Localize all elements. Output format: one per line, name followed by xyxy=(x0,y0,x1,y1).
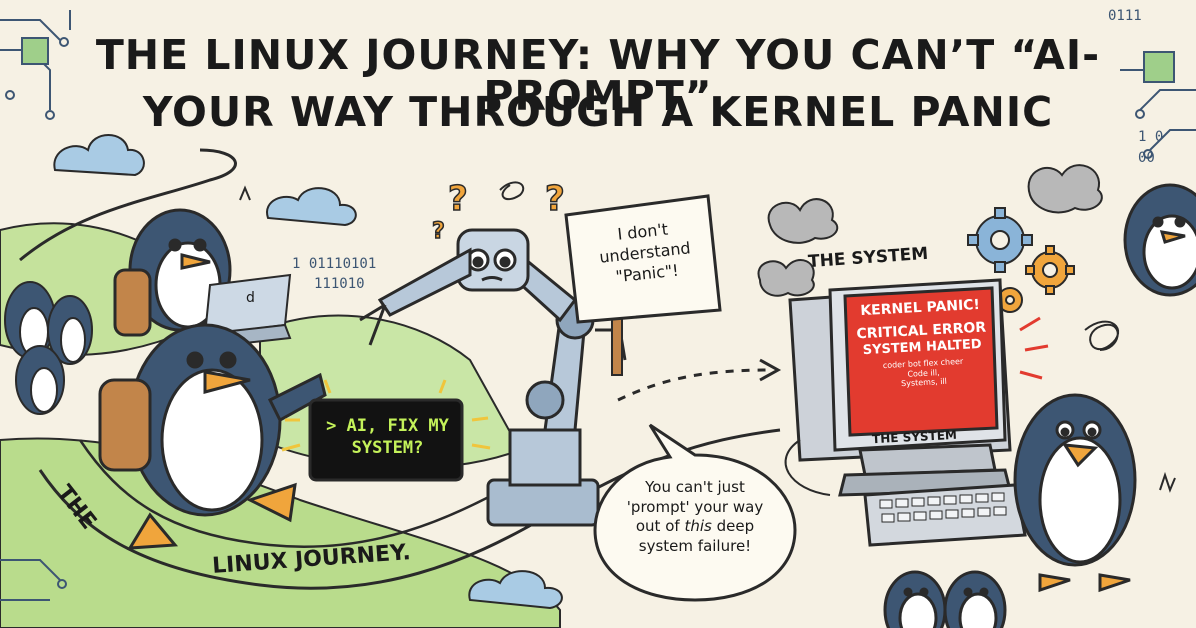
bubble-line-3-a: out of xyxy=(635,517,680,535)
bubble-line-1: You can't just xyxy=(645,478,745,496)
circuit-bottom-left xyxy=(0,559,67,601)
penguin-corner xyxy=(1123,183,1196,297)
svg-text:?: ? xyxy=(432,219,445,244)
binary-corner-line-2: 1 0 xyxy=(1138,129,1164,145)
bubble-line-2: 'prompt' your way xyxy=(626,497,764,516)
tangle-scribble xyxy=(1084,320,1120,351)
bubble-line-3-b: deep xyxy=(716,517,755,535)
circuit-top-right xyxy=(1120,51,1196,159)
dashed-arrow xyxy=(617,368,771,402)
smoke-cloud-2 xyxy=(757,259,815,297)
bubble-line-3: out of this deep xyxy=(605,517,785,537)
binary-text-left: 1 01110101 111010 xyxy=(292,255,376,294)
grass-tufts xyxy=(239,185,1176,493)
scribble-icon xyxy=(499,181,525,201)
keyboard-keys xyxy=(879,492,1007,523)
binary-line-1: 1 01110101 xyxy=(292,256,377,272)
speech-bubble-text: You can't just 'prompt' your way out of … xyxy=(605,478,785,556)
journey-path-inner xyxy=(78,439,521,548)
cloud-2 xyxy=(266,187,357,227)
penguin-crowd-left xyxy=(4,281,93,415)
arrow-head xyxy=(759,358,782,382)
binary-corner-line-3: 00 xyxy=(1138,150,1155,166)
penguin-panicked xyxy=(1013,393,1137,593)
cloud-1 xyxy=(53,134,145,177)
question-marks: ??? xyxy=(431,178,565,245)
gear-icon xyxy=(967,207,1033,273)
penguin-pair-bottom xyxy=(883,570,1007,628)
svg-text:?: ? xyxy=(448,179,468,219)
bubble-line-4: system failure! xyxy=(638,536,752,555)
title-line-1: THE LINUX JOURNEY: WHY YOU CAN’T “AI-PRO… xyxy=(95,31,1101,120)
binary-line-2: 111010 xyxy=(314,275,365,292)
gear-icon-orange xyxy=(1025,245,1075,295)
monitor-screen-text: KERNEL PANIC! CRITICAL ERROR SYSTEM HALT… xyxy=(850,296,994,391)
terminal-text: > AI, FIX MY SYSTEM? xyxy=(320,415,455,459)
speech-bubble-shape xyxy=(593,423,797,602)
binary-text-corner: 0111 1 0 00 xyxy=(1108,6,1163,169)
winding-path xyxy=(19,148,237,262)
smoke-cloud-1 xyxy=(767,198,839,244)
sign-board xyxy=(564,194,722,324)
title-line-2: YOUR WAY THROUGH A KERNEL PANIC xyxy=(142,88,1054,136)
computer-monitor xyxy=(788,278,1027,547)
cloud-3 xyxy=(468,570,563,610)
terminal-line-1: > AI, FIX MY xyxy=(326,416,449,436)
laptop-screen-glyph: d xyxy=(246,290,255,306)
alarm-lines xyxy=(1019,316,1049,380)
terminal-line-2: SYSTEM? xyxy=(351,438,424,459)
penguin-main xyxy=(98,323,327,550)
smoke-cloud-3 xyxy=(1027,164,1103,214)
svg-text:?: ? xyxy=(545,179,565,219)
computer-cable xyxy=(784,439,831,496)
bubble-line-3-em: this xyxy=(684,517,712,535)
binary-corner-line-1: 0111 xyxy=(1108,8,1142,24)
terminal-glow xyxy=(281,379,491,452)
terminal-box xyxy=(308,398,464,482)
circuit-top-left xyxy=(0,10,71,120)
